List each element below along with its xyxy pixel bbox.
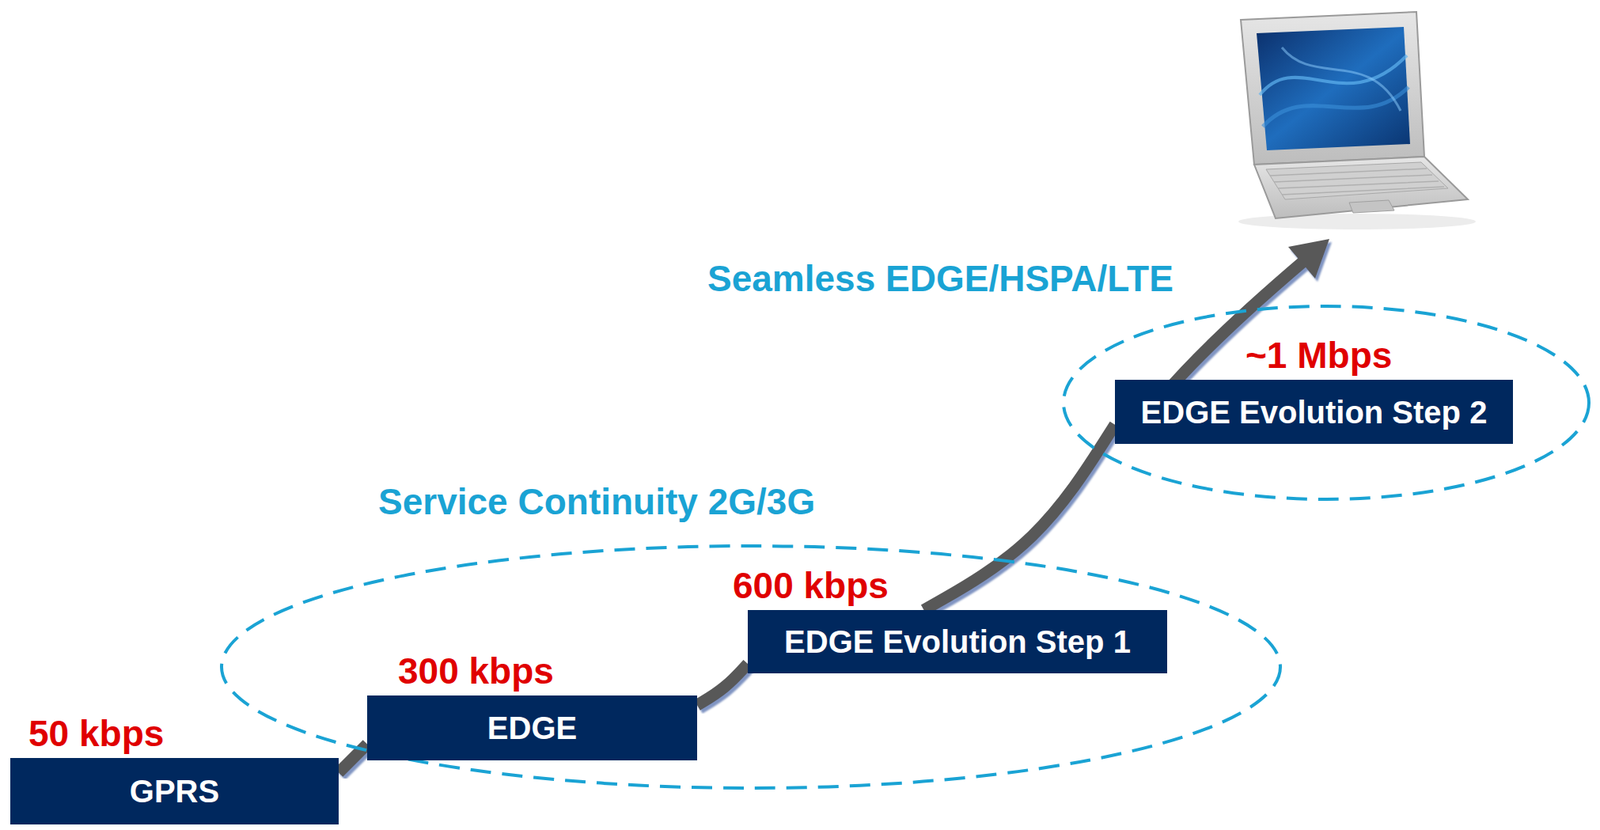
group-heading: Service Continuity 2G/3G [378,481,816,524]
progress-arrow [924,424,1115,611]
speed-label: ~1 Mbps [1245,334,1392,377]
process-box: ~1 MbpsEDGE Evolution Step 2 [1114,379,1513,444]
keyboard-rows [1270,168,1445,195]
dashed-ellipse-outline [221,545,1281,789]
laptop-base [1254,156,1468,219]
box-label: GPRS [129,772,220,811]
speed-label: 50 kbps [28,712,164,755]
laptop-illustration [1238,11,1476,230]
group-ellipse: Service Continuity 2G/3G300 kbpsEDGE600 … [219,543,1283,791]
box-label: EDGE Evolution Step 1 [784,622,1131,661]
group-heading: Seamless EDGE/HSPA/LTE [707,257,1174,300]
box-label: EDGE [487,709,577,747]
laptop-keyboard [1266,162,1449,200]
box-label: EDGE Evolution Step 2 [1141,393,1488,432]
laptop-touchpad [1349,200,1395,213]
progress-arrow [697,663,748,706]
process-box: 600 kbpsEDGE Evolution Step 1 [747,610,1168,674]
laptop-lid [1240,11,1425,165]
process-box: 300 kbpsEDGE [367,695,698,761]
arrow-head [1288,238,1330,279]
speed-label: 600 kbps [732,564,889,607]
speed-label: 300 kbps [398,650,554,693]
screen-swirl [1281,47,1401,111]
screen-swirl [1262,87,1409,127]
group-ellipse: Seamless EDGE/HSPA/LTE~1 MbpsEDGE Evolut… [1061,303,1592,502]
process-box: 50 kbpsGPRS [10,758,339,825]
laptop-screen [1256,26,1411,151]
dashed-ellipse-outline [1063,306,1589,500]
